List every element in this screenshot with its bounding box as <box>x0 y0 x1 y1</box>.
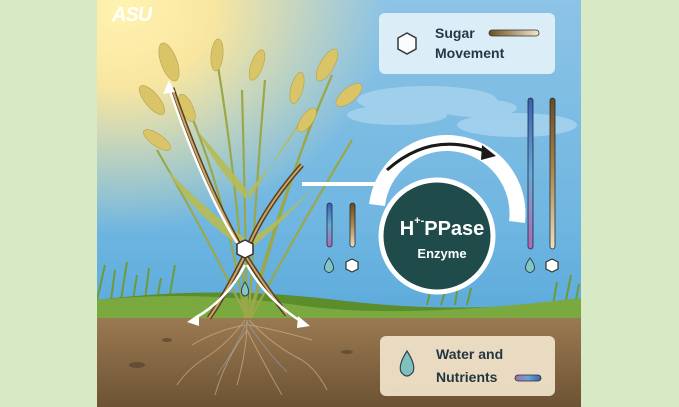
sugar-hexagon-icon <box>236 239 254 259</box>
activity-arrow <box>386 142 488 172</box>
tall-sugar-bar <box>549 97 556 250</box>
water-bar-icon <box>514 374 542 382</box>
enzyme-title-rest: PPase <box>424 218 485 240</box>
hexagon-icon <box>397 32 417 55</box>
legend-sugar-movement: Sugar Movement <box>379 13 555 74</box>
tall-droplet-icon <box>525 257 535 273</box>
asu-logo: ASU <box>112 4 152 26</box>
legend-sugar-line1: Sugar <box>435 25 475 41</box>
small-hexagon-icon <box>345 258 359 273</box>
enzyme-subtitle: Enzyme <box>417 246 467 261</box>
enzyme-title-h: H <box>399 218 415 240</box>
droplet-icon <box>399 349 415 377</box>
clouds <box>347 86 577 137</box>
small-water-bar <box>326 202 333 248</box>
legend-sugar-graphics <box>397 29 540 55</box>
tall-hexagon-icon <box>545 258 559 273</box>
plant-leaves <box>167 110 337 250</box>
arrow-heads <box>163 80 310 328</box>
legend-water-line1: Water and <box>436 346 504 362</box>
activity-arrow-head <box>481 145 496 160</box>
grain-heads <box>138 38 363 151</box>
legend-water-nutrients: Water and Nutrients <box>380 336 555 396</box>
small-sugar-bar <box>349 202 356 248</box>
root-water-paths <box>216 321 288 376</box>
legend-water-graphics <box>399 349 542 382</box>
enzyme-circle <box>378 177 496 295</box>
enzyme-title: H+-PPase <box>388 215 496 241</box>
small-droplet-icon <box>324 257 334 273</box>
legend-sugar-line2: Movement <box>435 45 505 61</box>
water-droplet-icon <box>240 281 250 297</box>
tall-water-bar <box>527 97 534 250</box>
sugar-bar-icon <box>488 29 540 37</box>
legend-water-line2: Nutrients <box>436 369 498 385</box>
roots <box>176 319 328 396</box>
transport-arrows <box>167 87 303 324</box>
enzyme-title-sup: +- <box>414 215 425 228</box>
